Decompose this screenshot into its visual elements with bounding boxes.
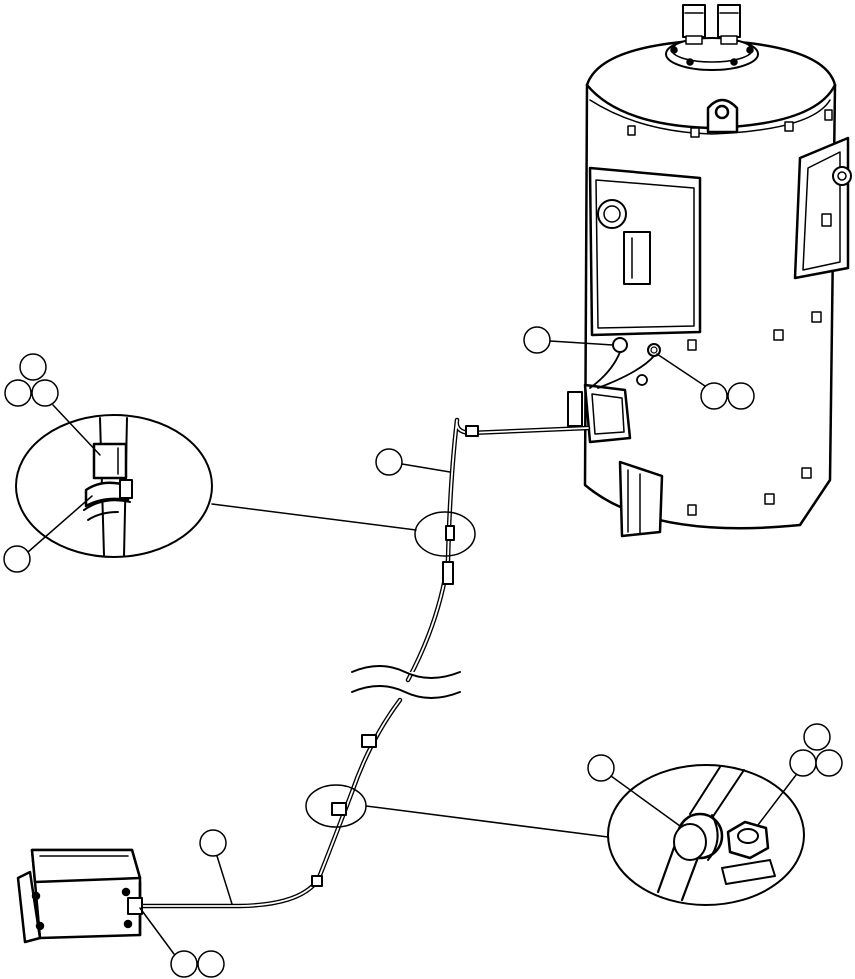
callout-balloon [3, 545, 31, 573]
control-box [16, 848, 143, 944]
callout-balloon [4, 379, 32, 407]
callout-balloon [170, 950, 198, 978]
callout-balloon [700, 382, 728, 410]
callout-balloon [31, 379, 59, 407]
main-cable [137, 417, 591, 909]
callout-balloon [375, 448, 403, 476]
callout-balloon [523, 326, 551, 354]
callout-balloon [199, 829, 227, 857]
callout-balloon [19, 353, 47, 381]
upper-detail-source-marker [414, 511, 476, 557]
callout-balloon [587, 754, 615, 782]
callout-leader [27, 495, 93, 553]
upper-cable-clamp-detail [15, 414, 213, 558]
callout-balloon [789, 749, 817, 777]
callout-balloon [197, 950, 225, 978]
callout-leader [549, 340, 614, 346]
callout-leader [139, 907, 175, 955]
callout-leader [216, 855, 233, 905]
callout-leader [757, 774, 797, 826]
callout-balloon [803, 723, 831, 751]
callout-balloon [727, 382, 755, 410]
upper-detail-link-line [211, 503, 417, 531]
lower-cable-clamp-detail [607, 764, 805, 906]
tank-assembly [567, 4, 852, 538]
callout-leader [656, 353, 706, 387]
callout-balloon [815, 749, 843, 777]
callout-leader [52, 404, 101, 456]
callout-leader [610, 775, 681, 827]
cable-break-symbol [351, 665, 461, 699]
lower-detail-link-line [365, 805, 609, 838]
callout-balloons [3, 326, 843, 978]
callout-leader [401, 463, 451, 473]
